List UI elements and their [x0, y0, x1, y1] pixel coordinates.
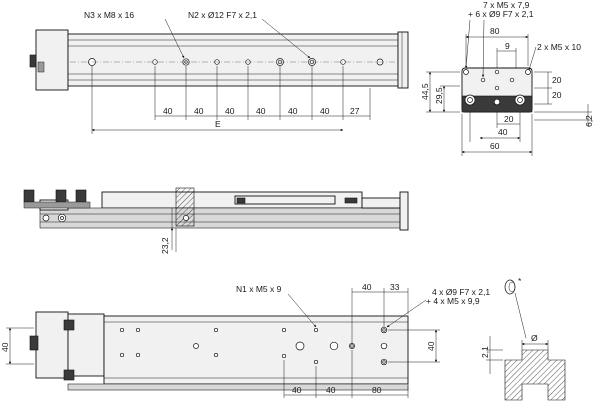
end-cap: [397, 31, 409, 89]
end-width-top: 80: [490, 26, 500, 36]
side-view: 23,2: [23, 187, 409, 254]
pitch-dimensions: 40 40 40 40 40 40 27: [154, 66, 371, 120]
bottom-holes: [119, 326, 388, 366]
bottom-left-h: 40: [0, 342, 10, 352]
end-height-1: 44,5: [420, 83, 430, 100]
detail-depth: 2,1: [480, 346, 490, 358]
end-label-m5: 7 x M5 x 7,9: [483, 0, 530, 10]
bottom-label-m5: N1 x M5 x 9: [236, 284, 282, 294]
end-bottom-1: 40: [498, 127, 508, 137]
pitch-2: 40: [194, 106, 204, 116]
section-cut: [175, 187, 195, 227]
end-right-1: 20: [552, 75, 562, 85]
connector: [29, 54, 37, 68]
top-view: N3 x M8 x 16 N2 x Ø12 F7 x 2,1 40 40 40 …: [29, 10, 409, 134]
bottom-bot-1: 40: [292, 385, 302, 395]
side-end-cap: [399, 191, 409, 231]
side-connector-2: [55, 189, 67, 203]
end-bottom-2: 60: [490, 141, 500, 151]
side-height: 23,2: [160, 237, 170, 254]
detail-view: * Ø 2,1: [480, 276, 566, 401]
end-label-dowel: + 6 x Ø9 F7 x 2,1: [468, 9, 534, 19]
label-n3: N3 x M8 x 16: [84, 10, 134, 20]
detail-diameter: Ø: [531, 333, 538, 343]
bottom-top-2: 33: [390, 282, 400, 292]
rail-body: [39, 207, 401, 229]
length-e: E: [215, 119, 221, 129]
end-view: 7 x M5 x 7,9 + 6 x Ø9 F7 x 2,1 2 x M5 x …: [420, 0, 594, 156]
dowel-ring: [504, 279, 516, 295]
main-body: [67, 33, 399, 87]
side-connector: [23, 189, 35, 203]
bottom-bot-3: 80: [372, 385, 382, 395]
bottom-label-dowel-2: + 4 x M5 x 9,9: [426, 296, 480, 306]
pitch-5: 40: [288, 106, 298, 116]
side-connector-3: [75, 189, 87, 203]
pitch-6: 40: [320, 106, 330, 116]
end-slot: 6,2: [584, 115, 594, 127]
pitch-3: 40: [225, 106, 235, 116]
pitch-4: 40: [256, 106, 266, 116]
detail-star: *: [518, 276, 522, 286]
bottom-label-dowel: 4 x Ø9 F7 x 2,1: [432, 287, 490, 297]
end-label-m5-side: 2 x M5 x 10: [537, 42, 581, 52]
bore-section: [504, 349, 566, 401]
end-right-2: 20: [552, 90, 562, 100]
end-inner: 20: [504, 114, 514, 124]
bottom-body: [103, 315, 409, 385]
bottom-motor: [35, 311, 69, 379]
end-height-2: 29,5: [434, 87, 444, 104]
bottom-right-h: 40: [426, 341, 436, 351]
end-offset-top: 9: [505, 41, 510, 51]
connector-2: [37, 61, 45, 73]
label-n2: N2 x Ø12 F7 x 2,1: [188, 10, 257, 20]
motor-block: [35, 29, 69, 91]
bottom-view: N1 x M5 x 9 4 x Ø9 F7 x 2,1 + 4 x M5 x 9…: [0, 282, 490, 398]
pitch-1: 40: [163, 106, 173, 116]
bottom-top-1: 40: [362, 282, 372, 292]
hole-row-top: [70, 58, 396, 66]
end-offset: 27: [350, 106, 360, 116]
bottom-bot-2: 40: [326, 385, 336, 395]
